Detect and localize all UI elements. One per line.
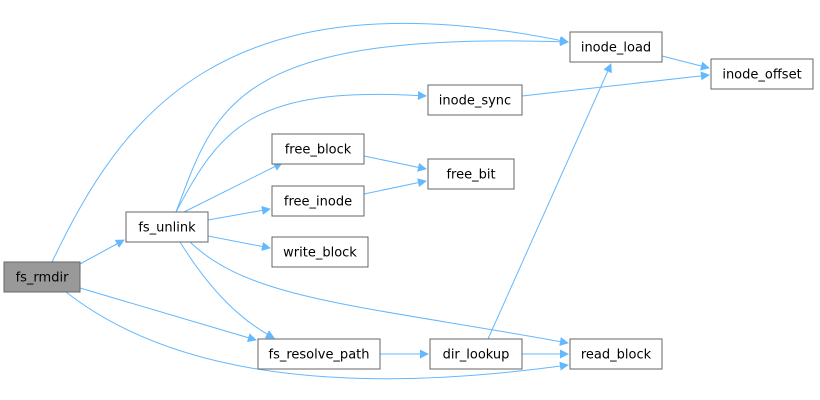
node-inode-sync[interactable]: inode_sync (427, 84, 523, 116)
edge-free-block-to-free-bit (363, 155, 427, 172)
node-free-inode[interactable]: free_inode (271, 185, 365, 217)
edge-inode-load-to-inode-offset (661, 55, 710, 71)
node-box (569, 338, 663, 370)
node-box (125, 211, 209, 243)
node-label: dir_lookup (443, 348, 510, 363)
edge-fs-rmdir-to-fs-unlink (79, 239, 125, 265)
node-label: read_block (581, 348, 652, 363)
node-inode-load[interactable]: inode_load (569, 31, 663, 63)
node-box (569, 31, 663, 63)
node-box (271, 185, 365, 217)
node-dir-lookup[interactable]: dir_lookup (429, 338, 523, 370)
node-label: free_block (285, 143, 352, 158)
edge-free-inode-to-free-bit (363, 178, 427, 195)
node-label: free_inode (284, 195, 352, 210)
node-box (427, 84, 523, 116)
node-box (271, 236, 369, 268)
edge-fs-unlink-to-free-inode (207, 205, 271, 221)
node-free-bit[interactable]: free_bit (427, 158, 515, 190)
edge-dir-lookup-to-inode-load (487, 63, 612, 340)
edge-fs-unlink-to-read-block (189, 241, 569, 346)
node-label: fs_rmdir (16, 271, 69, 286)
edge-inode-sync-to-inode-offset (521, 71, 710, 97)
node-label: inode_sync (439, 94, 511, 109)
edge-fs-rmdir-to-inode-load (51, 22, 569, 263)
edge-fs-unlink-to-write-block (207, 235, 271, 251)
node-label: inode_load (581, 41, 651, 56)
node-label: free_bit (446, 168, 495, 183)
edge-fs-rmdir-to-read-block (65, 291, 569, 380)
node-fs-rmdir[interactable]: fs_rmdir (3, 261, 81, 293)
node-read-block[interactable]: read_block (569, 338, 663, 370)
node-label: inode_offset (722, 68, 801, 83)
node-inode-offset[interactable]: inode_offset (710, 58, 814, 90)
node-free-block[interactable]: free_block (271, 133, 365, 165)
node-write-block[interactable]: write_block (271, 236, 369, 268)
node-fs-resolve-path[interactable]: fs_resolve_path (257, 338, 381, 370)
node-label: fs_unlink (138, 221, 196, 236)
node-label: fs_resolve_path (269, 348, 370, 363)
edge-fs-unlink-to-inode-load (175, 37, 569, 213)
node-box (3, 261, 81, 293)
edge-fs-unlink-to-fs-resolve-path (179, 241, 275, 339)
edge-fs-unlink-to-inode-sync (175, 91, 427, 213)
node-fs-unlink[interactable]: fs_unlink (125, 211, 209, 243)
edges-layer (51, 22, 710, 380)
node-label: write_block (283, 246, 357, 261)
edge-fs-rmdir-to-fs-resolve-path (79, 287, 257, 343)
node-box (710, 58, 814, 90)
node-box (429, 338, 523, 370)
node-box (257, 338, 381, 370)
nodes-layer: fs_rmdir fs_unlink inode_load inode_offseti… (3, 31, 814, 370)
node-box (427, 158, 515, 190)
node-box (271, 133, 365, 165)
edge-fs-unlink-to-free-block (183, 162, 283, 213)
